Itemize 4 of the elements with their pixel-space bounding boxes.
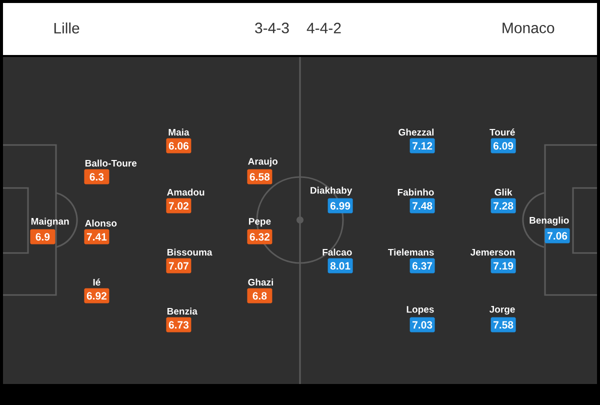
formation-label: 3-4-3 bbox=[255, 22, 289, 34]
formation-label: 4-4-2 bbox=[306, 22, 341, 34]
team-name: Monaco bbox=[502, 22, 554, 34]
team-name: Lille bbox=[54, 22, 80, 34]
